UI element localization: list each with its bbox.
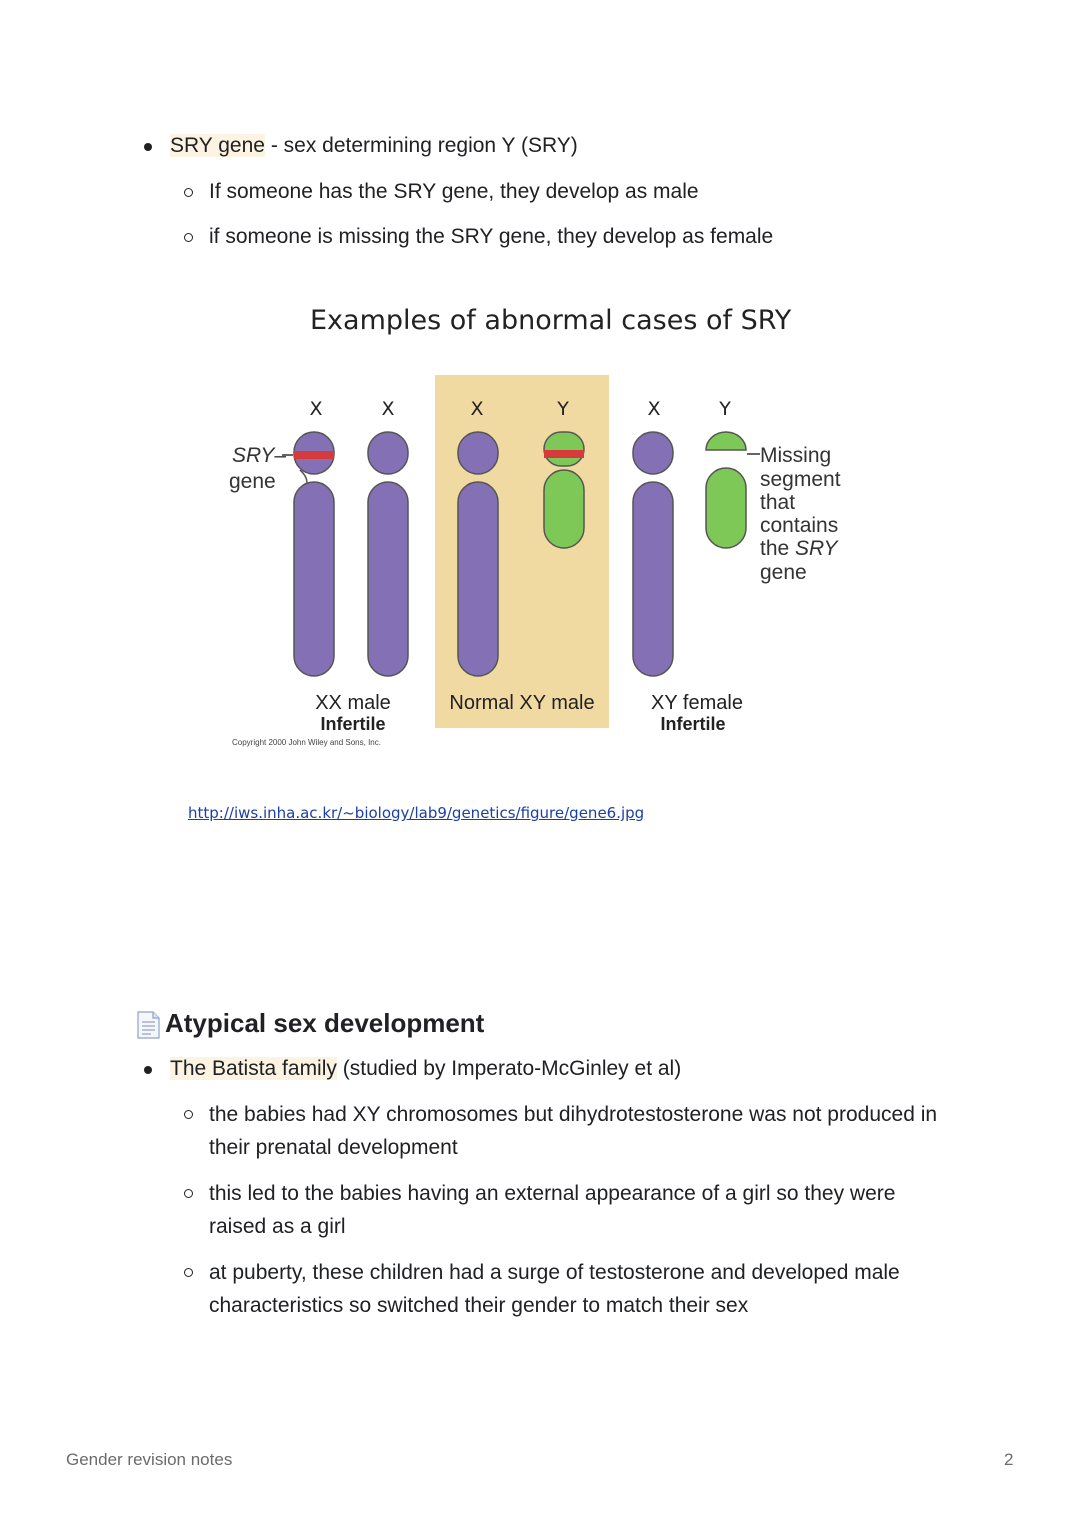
missing-label-5: the SRY bbox=[760, 537, 839, 560]
source-link[interactable]: http://iws.inha.ac.kr/~biology/lab9/gene… bbox=[188, 804, 645, 822]
chrom-label-y1: Y bbox=[556, 398, 569, 420]
missing-label-1: Missing bbox=[760, 444, 831, 467]
batista-sub3: at puberty, these children had a surge o… bbox=[209, 1261, 900, 1317]
footer-title: Gender revision notes bbox=[66, 1450, 233, 1469]
sry-bullet: SRY gene - sex determining region Y (SRY… bbox=[170, 132, 578, 160]
sub-bullet-ring bbox=[184, 233, 193, 242]
sry-sub2: if someone is missing the SRY gene, they… bbox=[209, 225, 774, 248]
case3-sub: Infertile bbox=[660, 714, 725, 734]
chromosome-normal-y bbox=[543, 431, 585, 549]
batista-sub2: this led to the babies having an externa… bbox=[209, 1182, 896, 1238]
batista-sub1: the babies had XY chromosomes but dihydr… bbox=[209, 1103, 938, 1159]
chromosome-normal-x bbox=[457, 431, 499, 677]
sry-gene-highlight: SRY gene bbox=[170, 134, 265, 157]
bullet-dot bbox=[144, 1066, 152, 1074]
missing-label-4: contains bbox=[760, 514, 838, 537]
sry-sub1: If someone has the SRY gene, they develo… bbox=[209, 180, 699, 203]
page-number: 2 bbox=[1004, 1450, 1014, 1469]
chrom-label-x3: X bbox=[470, 398, 483, 420]
sry-bullet-text: - sex determining region Y (SRY) bbox=[264, 134, 578, 157]
section-heading: Atypical sex development bbox=[165, 1008, 485, 1038]
batista-bullet: The Batista family (studied by Imperato-… bbox=[170, 1055, 681, 1083]
sry-label-line2: gene bbox=[229, 470, 276, 493]
copyright-text: Copyright 2000 John Wiley and Sons, Inc. bbox=[232, 738, 381, 747]
chrom-label-x4: X bbox=[647, 398, 660, 420]
missing-label-6: gene bbox=[760, 561, 807, 584]
sry-label-line1: SRY– bbox=[232, 444, 286, 467]
chromosome-xx-male-x2 bbox=[367, 431, 409, 677]
sub-bullet-ring bbox=[184, 1189, 193, 1198]
sub-bullet-ring bbox=[184, 188, 193, 197]
chrom-label-x2: X bbox=[381, 398, 394, 420]
batista-highlight: The Batista family bbox=[170, 1057, 337, 1080]
case2-label: Normal XY male bbox=[449, 692, 594, 714]
bullet-dot bbox=[144, 143, 152, 151]
sub-bullet-ring bbox=[184, 1110, 193, 1119]
missing-label-2: segment bbox=[760, 468, 841, 491]
figure-title: Examples of abnormal cases of SRY bbox=[310, 305, 792, 336]
sub-bullet-ring bbox=[184, 1268, 193, 1277]
chromosome-xy-female-y bbox=[705, 431, 747, 549]
case1-label: XX male bbox=[315, 692, 391, 714]
chrom-label-y2: Y bbox=[718, 398, 731, 420]
document-icon bbox=[137, 1011, 160, 1039]
chromosome-xy-female-x bbox=[632, 431, 674, 677]
chromosome-figure: X X X Y X Y SRY– gene M bbox=[229, 375, 841, 747]
missing-label-3: that bbox=[760, 491, 795, 514]
chromosome-xx-male-x1 bbox=[293, 431, 335, 677]
case1-sub: Infertile bbox=[320, 714, 385, 734]
chrom-label-x1: X bbox=[309, 398, 322, 420]
case3-label: XY female bbox=[651, 692, 743, 714]
batista-bullet-text: (studied by Imperato-McGinley et al) bbox=[336, 1057, 682, 1080]
